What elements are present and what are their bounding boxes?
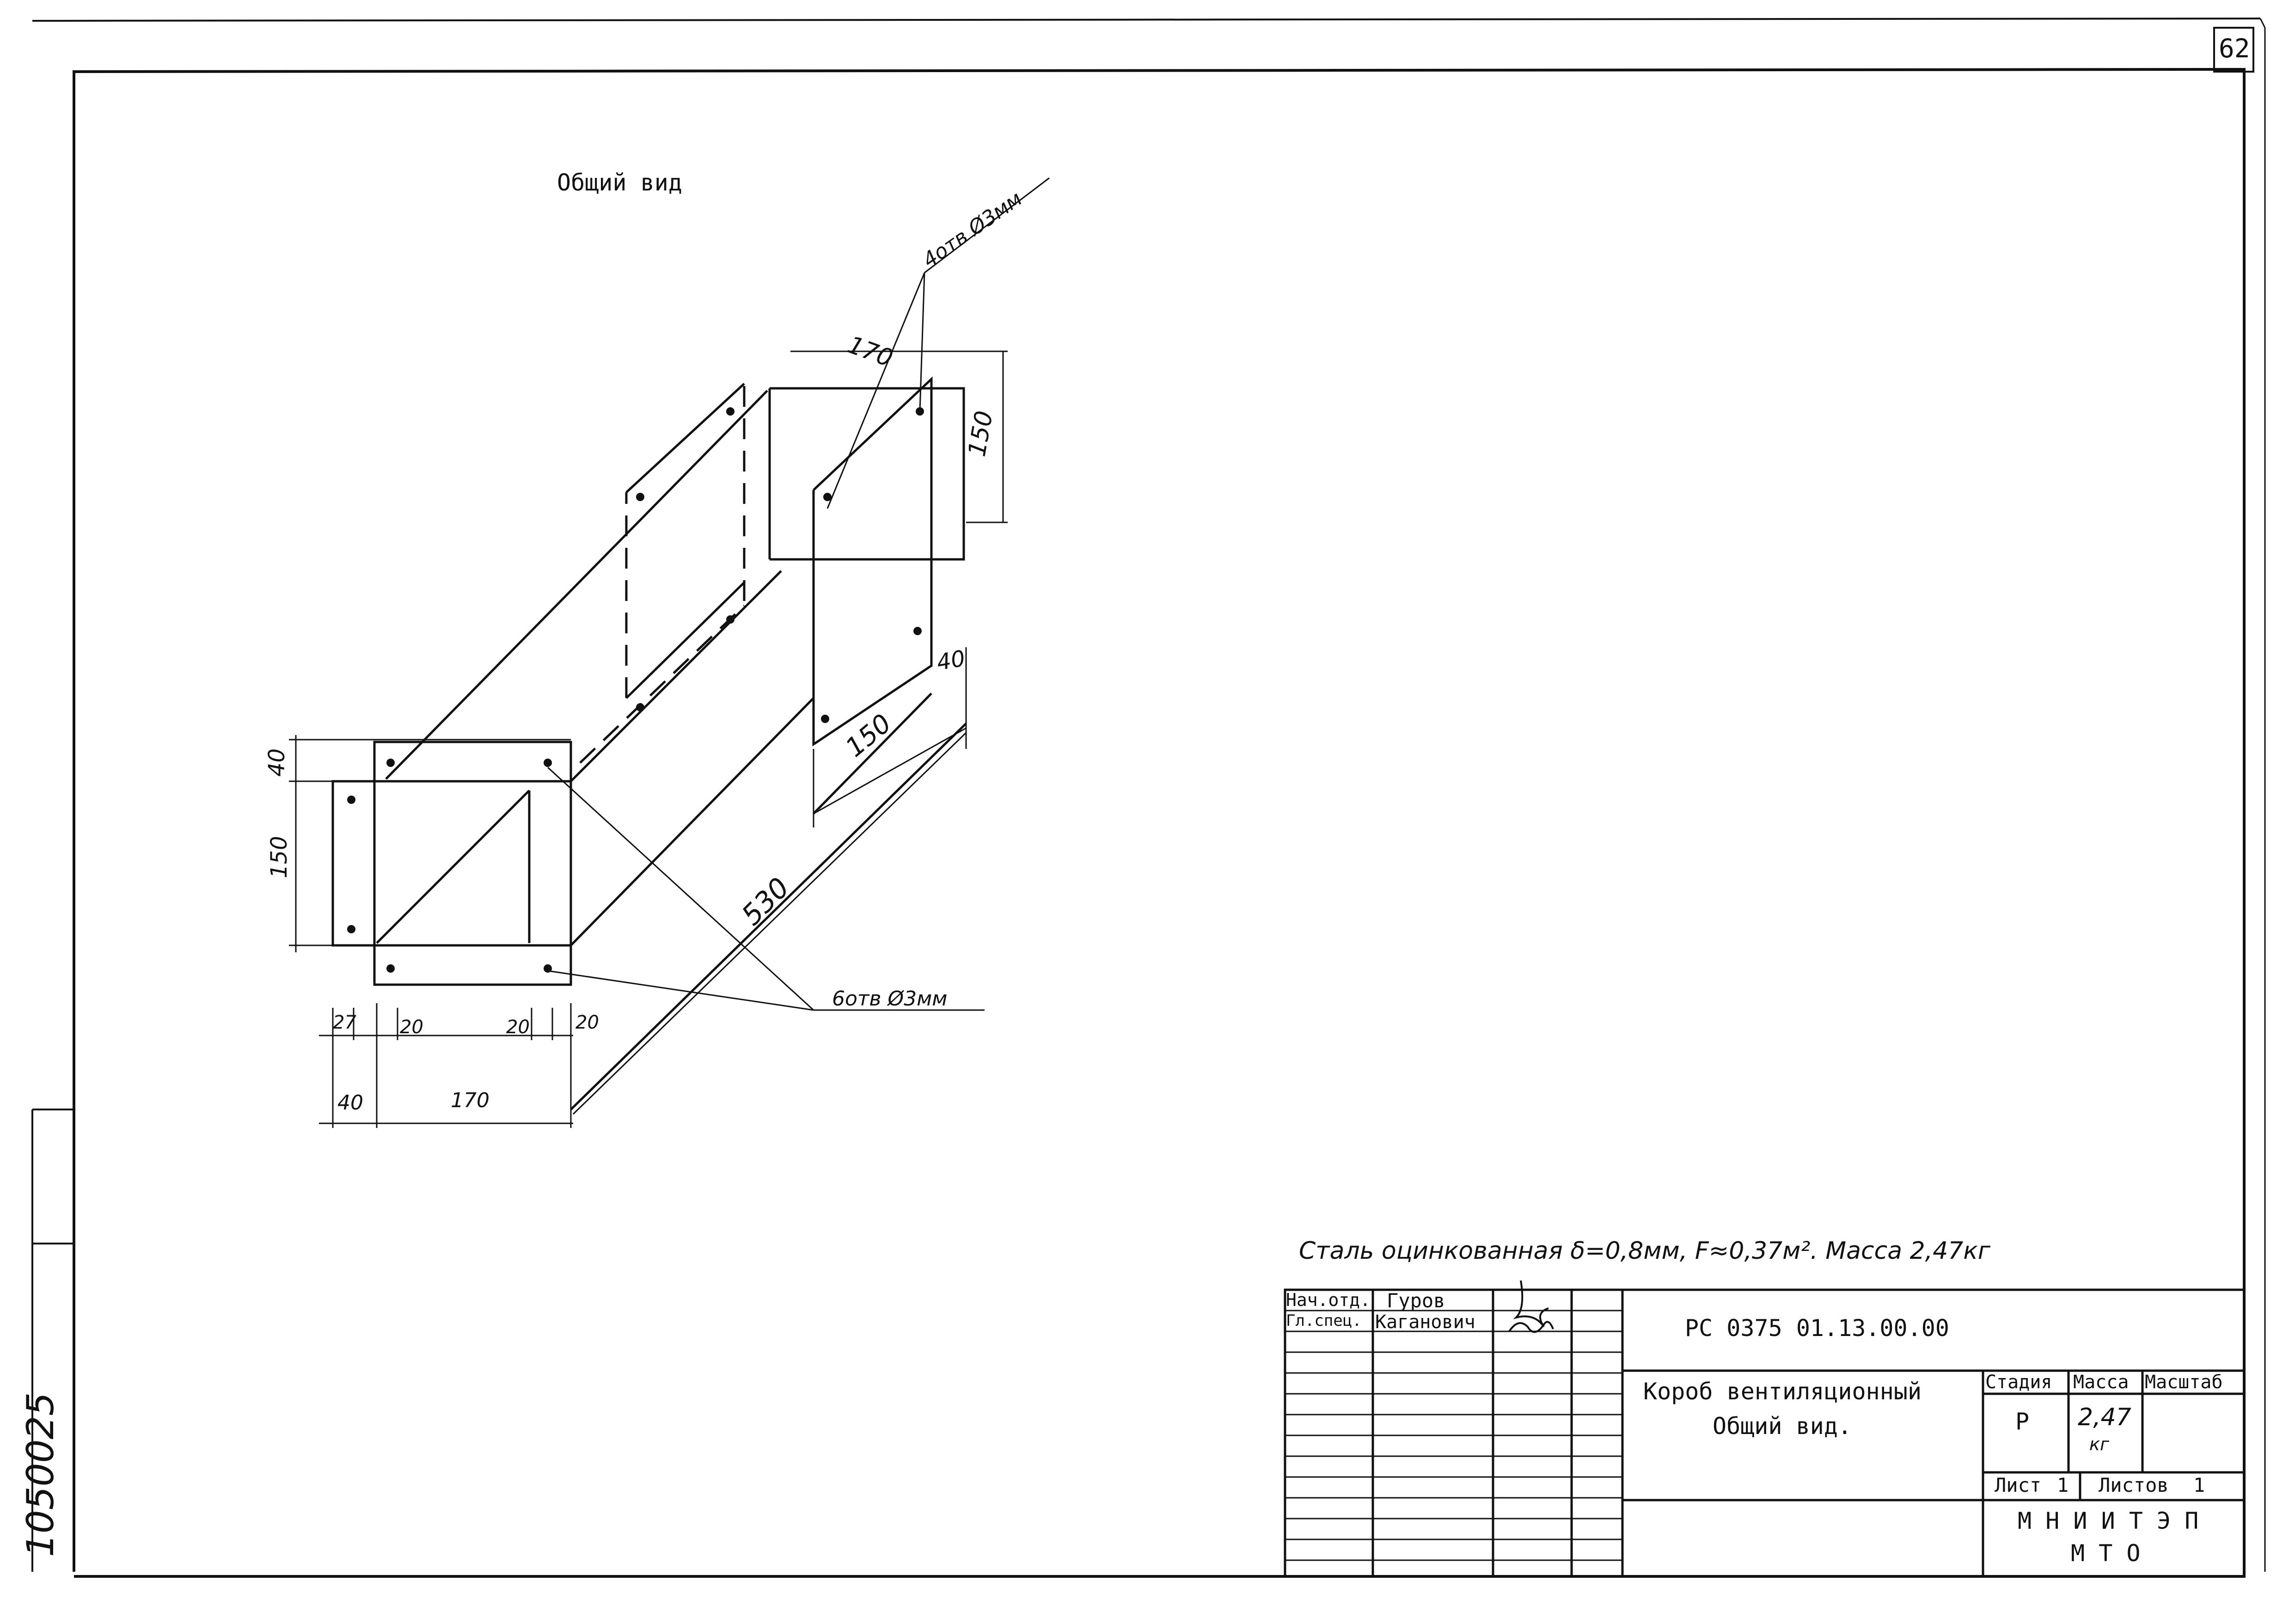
bottom-dim-1: 27 xyxy=(333,1012,356,1033)
dim-flange-left: 40 xyxy=(264,748,290,777)
sheet-value: 1 xyxy=(2057,1474,2069,1496)
dim-length: 530 xyxy=(735,871,796,932)
mass-unit: кг xyxy=(2089,1434,2109,1454)
holes-upper-note: 4отв Ø3мм xyxy=(918,187,1027,272)
bottom-dim-3: 20 xyxy=(506,1017,530,1038)
view-title: Общий вид xyxy=(557,169,682,196)
drawing-name-line1: Короб вентиляционный xyxy=(1643,1378,1922,1405)
sheets-label: Листов xyxy=(2099,1474,2169,1496)
sheet-label: Лист xyxy=(1995,1474,2042,1496)
dim-height-left: 150 xyxy=(266,836,292,878)
role-head-of-dept: Нач.отд. xyxy=(1286,1290,1371,1310)
holes-lower-note: 6отв Ø3мм xyxy=(832,987,947,1011)
org-line2: М Т О xyxy=(2071,1540,2141,1567)
signature-marks xyxy=(1508,1280,1554,1333)
sheets-value: 1 xyxy=(2193,1474,2205,1496)
col-stage-header: Стадия xyxy=(1985,1372,2052,1393)
title-block-grid xyxy=(1284,1288,2246,1578)
bottom-overall-2: 170 xyxy=(451,1089,490,1112)
org-line1: М Н И И Т Э П xyxy=(2018,1508,2199,1534)
dim-side-right: 150 xyxy=(840,708,897,763)
name-kaganovich: Каганович xyxy=(1375,1311,1475,1333)
material-note: Сталь оцинкованная δ=0,8мм, F≈0,37м². Ма… xyxy=(1299,1237,1991,1265)
mass-value: 2,47 xyxy=(2078,1403,2131,1431)
bottom-dim-2: 20 xyxy=(400,1017,423,1038)
bottom-dim-4: 20 xyxy=(575,1012,599,1033)
sheet-number: 62 xyxy=(2219,34,2250,64)
col-scale-header: Масштаб xyxy=(2145,1372,2223,1393)
duct-isometric xyxy=(289,177,1050,1128)
dim-flange-right: 40 xyxy=(935,645,967,676)
dim-width-top: 170 xyxy=(844,331,897,373)
drawing-name-line2: Общий вид. xyxy=(1713,1413,1852,1440)
title-block-rows xyxy=(1285,1310,1622,1561)
sheet-frame xyxy=(32,18,2266,1578)
side-stamp-strip xyxy=(31,1109,74,1572)
hole-markers xyxy=(347,407,924,973)
drawing-designation: РС 0375 01.13.00.00 xyxy=(1685,1315,1949,1342)
bottom-overall-1: 40 xyxy=(337,1091,363,1115)
side-stamp: 1050025 xyxy=(19,1392,62,1557)
stage-value: Р xyxy=(2015,1408,2030,1435)
role-chief-specialist: Гл.спец. xyxy=(1286,1311,1362,1330)
dim-height-right: 150 xyxy=(963,409,998,459)
name-gurov: Гуров xyxy=(1387,1289,1445,1312)
col-mass-header: Масса xyxy=(2073,1372,2129,1393)
